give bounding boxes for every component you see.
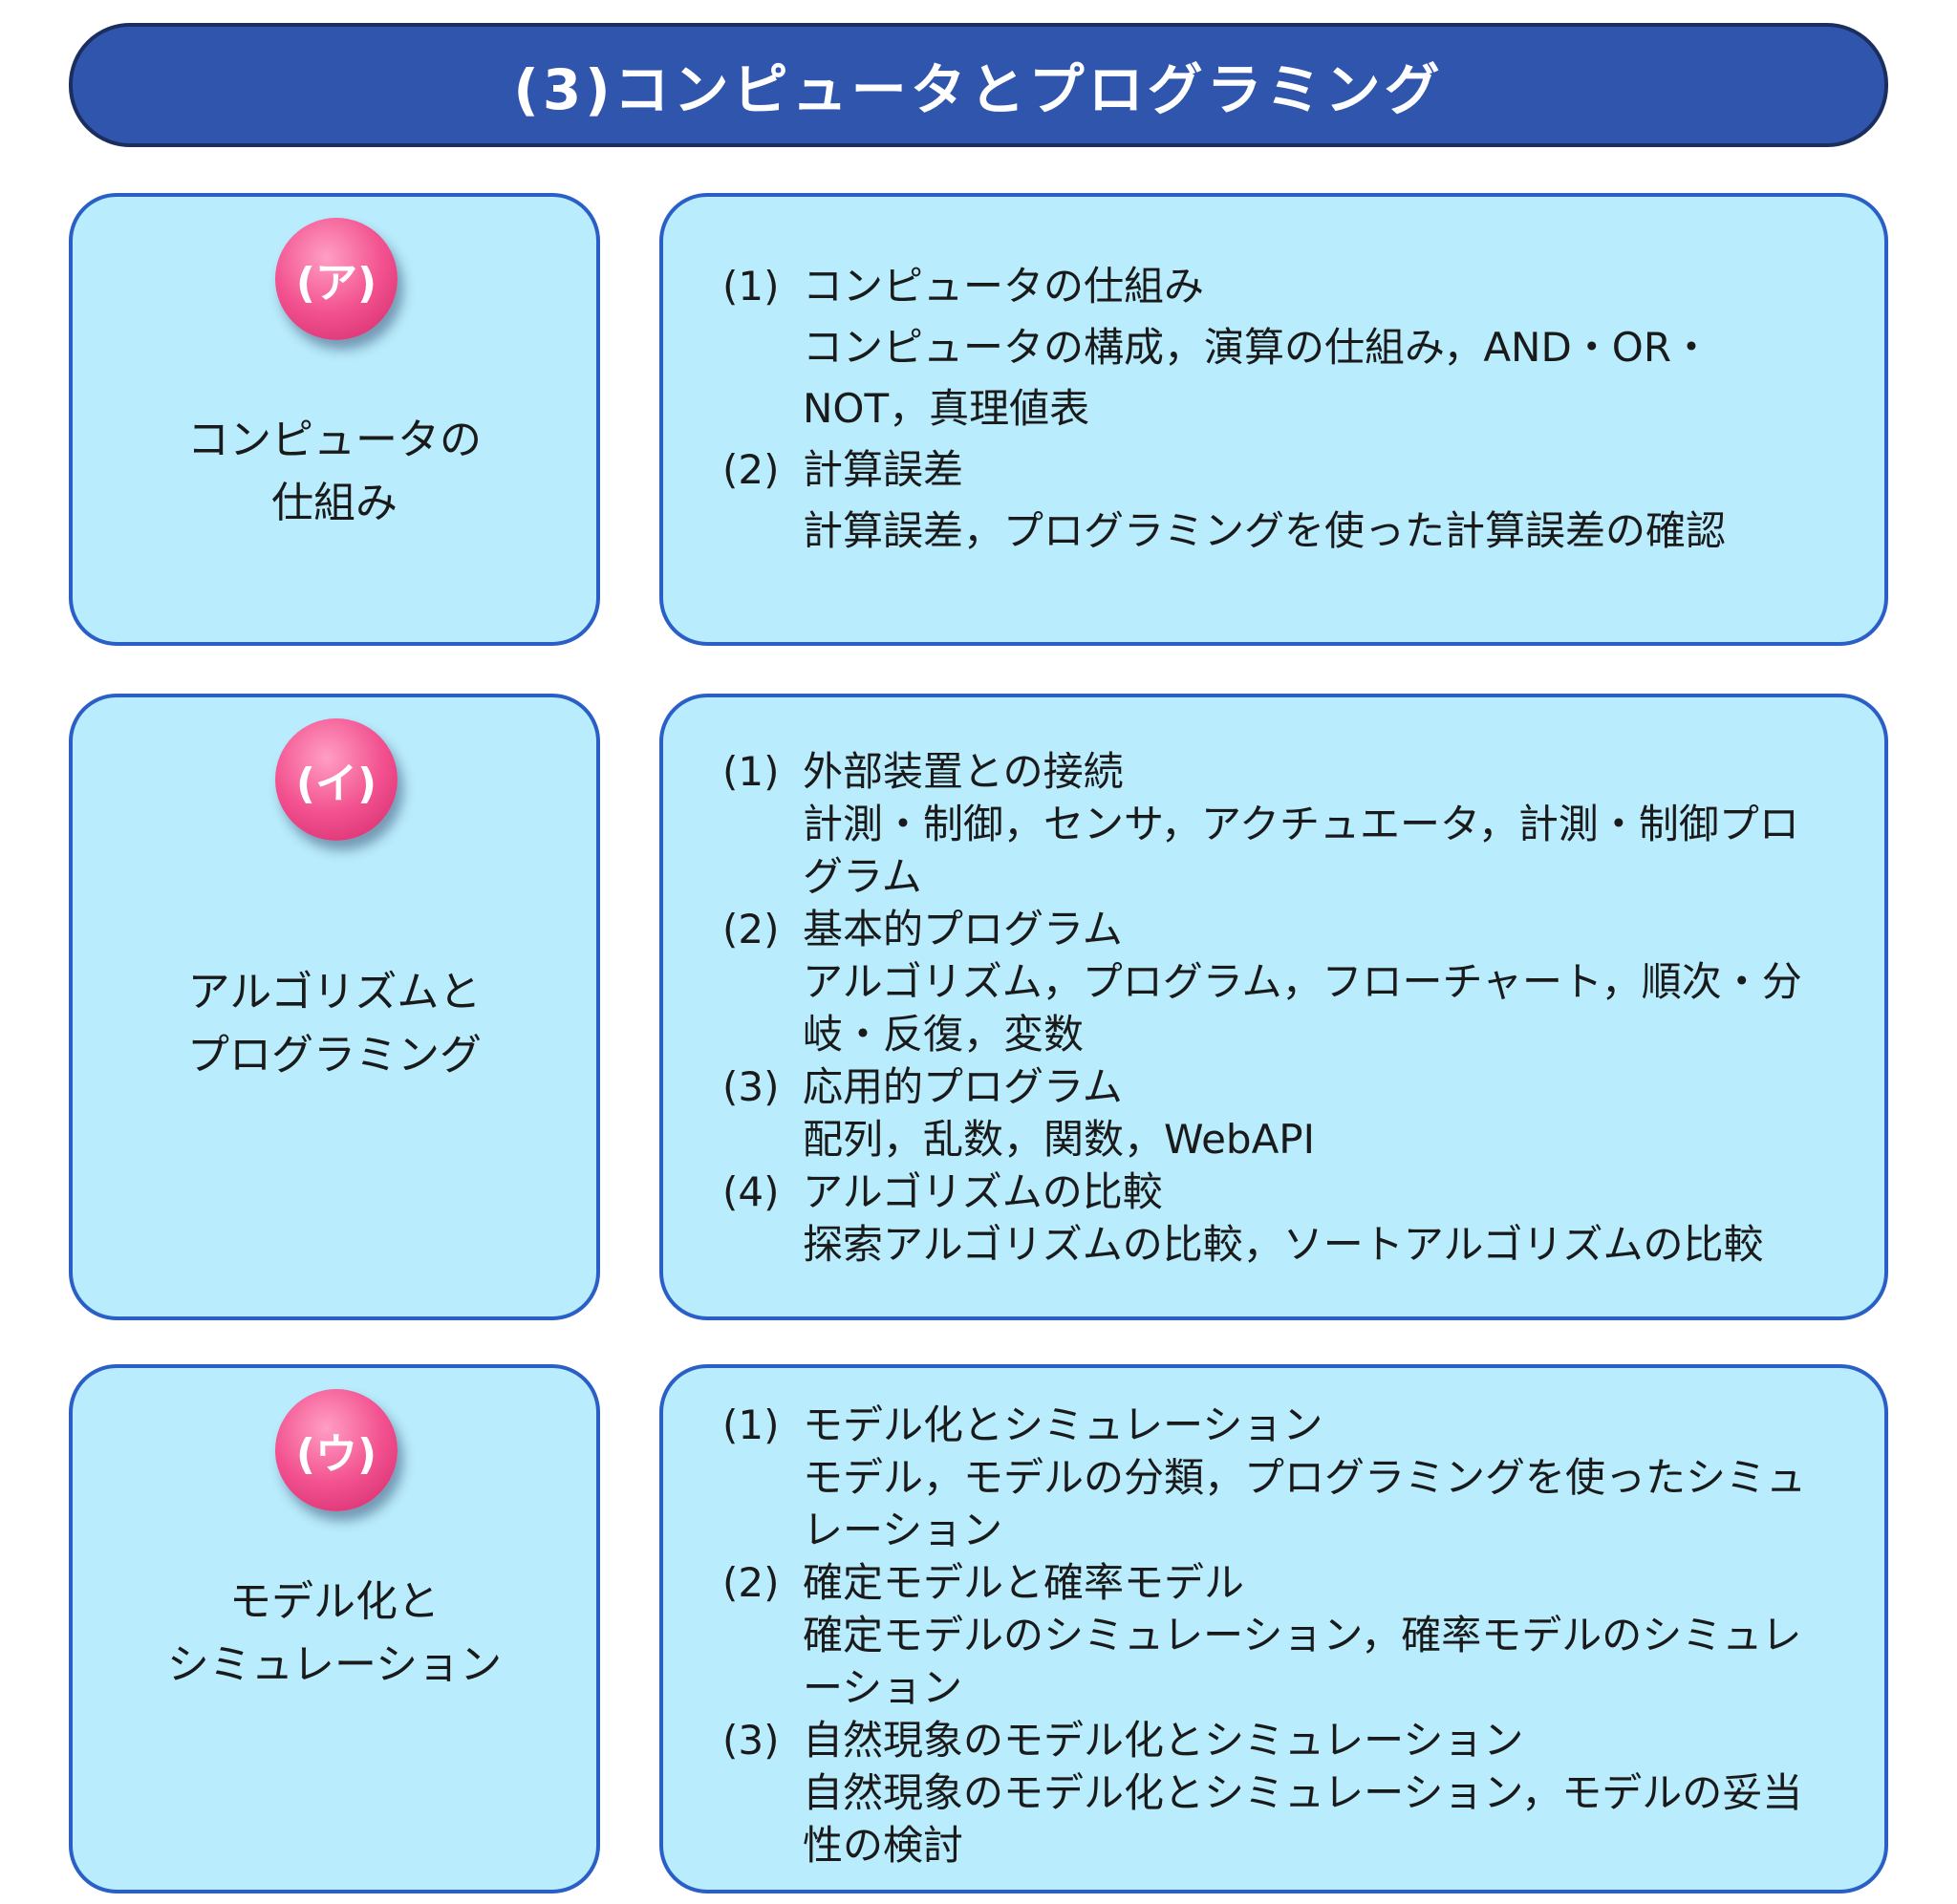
list-item: (2) 確定モデルと確率モデル 確定モデルのシミュレーション，確率モデルのシミュレ… <box>722 1556 1831 1714</box>
section-a-title: コンピュータの 仕組み <box>73 409 596 535</box>
item-detail: 確定モデルのシミュレーション，確率モデルのシミュレーション <box>803 1612 1802 1711</box>
item-detail: 計算誤差，プログラミングを使った計算誤差の確認 <box>803 507 1727 554</box>
section-i-title: アルゴリズムと プログラミング <box>73 961 596 1087</box>
item-number: (2) <box>722 1559 780 1606</box>
section-i-content-box: (1) 外部装置との接続 計測・制御，センサ，アクチュエータ，計測・制御プログラム… <box>659 694 1888 1320</box>
item-number: (3) <box>722 1717 780 1764</box>
section-i-badge-label: (イ) <box>295 759 377 808</box>
item-heading: 基本的プログラム <box>803 906 1123 952</box>
list-item: (2) 基本的プログラム アルゴリズム，プログラム，フローチャート，順次・分岐・反… <box>722 903 1831 1060</box>
item-number: (2) <box>722 906 780 952</box>
section-u-list: (1) モデル化とシミュレーション モデル，モデルの分類，プログラミングを使ったシ… <box>722 1399 1831 1872</box>
section-u-badge: (ウ) <box>275 1389 398 1511</box>
section-i-list: (1) 外部装置との接続 計測・制御，センサ，アクチュエータ，計測・制御プログラム… <box>722 745 1831 1271</box>
list-item: (3) 自然現象のモデル化とシミュレーション 自然現象のモデル化とシミュレーション… <box>722 1714 1831 1872</box>
list-item: (1) モデル化とシミュレーション モデル，モデルの分類，プログラミングを使ったシ… <box>722 1399 1831 1556</box>
section-u-title: モデル化と シミュレーション <box>73 1571 596 1697</box>
section-u-title-line-1: モデル化と <box>229 1577 440 1626</box>
list-item: (2) 計算誤差 計算誤差，プログラミングを使った計算誤差の確認 <box>722 439 1831 562</box>
item-number: (4) <box>722 1168 780 1215</box>
item-heading: アルゴリズムの比較 <box>803 1168 1163 1215</box>
section-u-title-line-2: シミュレーション <box>166 1640 503 1689</box>
item-number: (3) <box>722 1063 780 1110</box>
item-heading: 確定モデルと確率モデル <box>803 1559 1245 1606</box>
section-i-label-box: (イ) アルゴリズムと プログラミング <box>69 694 600 1320</box>
list-item: (4) アルゴリズムの比較 探索アルゴリズムの比較，ソートアルゴリズムの比較 <box>722 1166 1831 1271</box>
item-detail: コンピュータの構成，演算の仕組み，AND・OR・NOT，真理値表 <box>803 324 1712 432</box>
section-a-title-line-1: コンピュータの <box>187 416 482 464</box>
section-i-title-line-1: アルゴリズムと <box>187 968 482 1016</box>
item-heading: モデル化とシミュレーション <box>803 1401 1323 1448</box>
item-detail: 探索アルゴリズムの比較，ソートアルゴリズムの比較 <box>803 1221 1764 1268</box>
section-u-label-box: (ウ) モデル化と シミュレーション <box>69 1364 600 1893</box>
item-number: (1) <box>722 1401 780 1448</box>
section-a-title-line-2: 仕組み <box>271 479 398 527</box>
item-heading: コンピュータの仕組み <box>803 263 1205 310</box>
page-title: (3)コンピュータとプログラミング <box>513 57 1444 122</box>
section-a-label-box: (ア) コンピュータの 仕組み <box>69 193 600 646</box>
item-number: (1) <box>722 263 780 310</box>
item-detail: 計測・制御，センサ，アクチュエータ，計測・制御プログラム <box>803 801 1799 900</box>
list-item: (1) コンピュータの仕組み コンピュータの構成，演算の仕組み，AND・OR・NO… <box>722 256 1831 439</box>
section-a-list: (1) コンピュータの仕組み コンピュータの構成，演算の仕組み，AND・OR・NO… <box>722 256 1831 562</box>
item-detail: モデル，モデルの分類，プログラミングを使ったシミュレーション <box>803 1454 1807 1553</box>
item-number: (2) <box>722 446 780 493</box>
item-heading: 外部装置との接続 <box>803 748 1124 795</box>
item-detail: アルゴリズム，プログラム，フローチャート，順次・分岐・反復，変数 <box>803 958 1802 1058</box>
item-heading: 応用的プログラム <box>803 1063 1123 1110</box>
section-u-badge-label: (ウ) <box>295 1430 377 1479</box>
item-detail: 自然現象のモデル化とシミュレーション，モデルの妥当性の検討 <box>803 1769 1803 1869</box>
header-bar: (3)コンピュータとプログラミング <box>69 23 1888 147</box>
section-a-badge: (ア) <box>275 218 398 340</box>
section-a-badge-label: (ア) <box>295 259 377 308</box>
item-heading: 計算誤差 <box>803 446 964 493</box>
item-number: (1) <box>722 748 780 795</box>
section-i-title-line-2: プログラミング <box>187 1031 482 1080</box>
section-u-content-box: (1) モデル化とシミュレーション モデル，モデルの分類，プログラミングを使ったシ… <box>659 1364 1888 1893</box>
list-item: (3) 応用的プログラム 配列，乱数，関数，WebAPI <box>722 1060 1831 1166</box>
section-i-badge: (イ) <box>275 718 398 841</box>
item-heading: 自然現象のモデル化とシミュレーション <box>803 1717 1524 1764</box>
list-item: (1) 外部装置との接続 計測・制御，センサ，アクチュエータ，計測・制御プログラム <box>722 745 1831 903</box>
item-detail: 配列，乱数，関数，WebAPI <box>803 1116 1316 1163</box>
section-a-content-box: (1) コンピュータの仕組み コンピュータの構成，演算の仕組み，AND・OR・NO… <box>659 193 1888 646</box>
